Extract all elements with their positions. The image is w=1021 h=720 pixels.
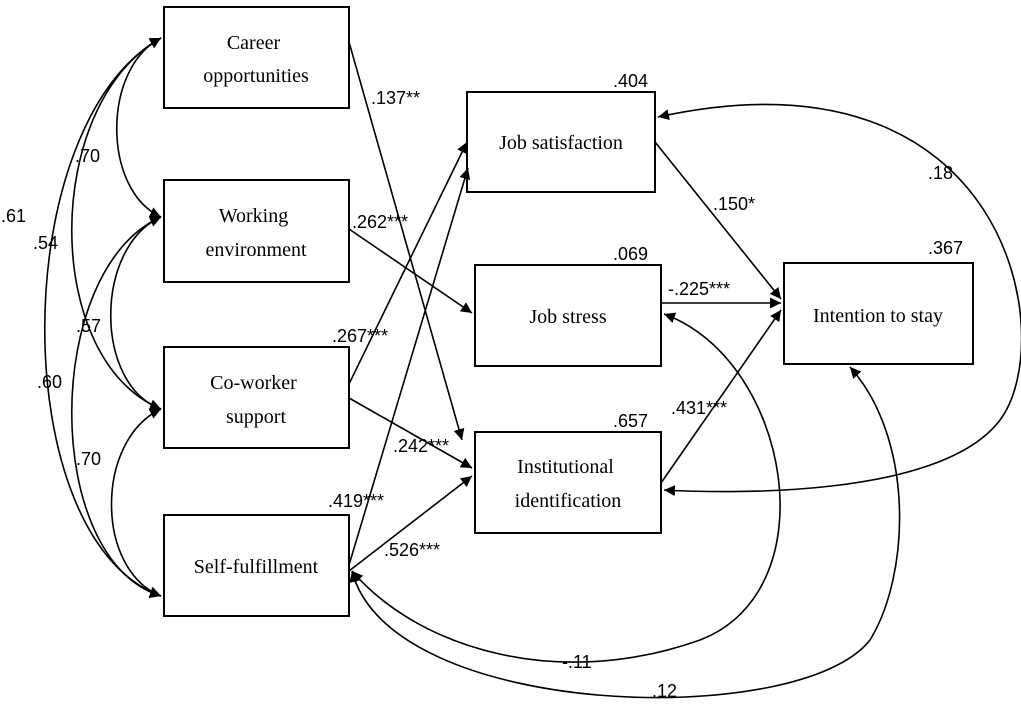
svg-text:Job stress: Job stress — [529, 306, 606, 328]
svg-text:Self-fulfillment: Self-fulfillment — [194, 556, 319, 578]
node-coworker-support: Co-worker support — [163, 346, 350, 449]
jobsatisfaction-label: Job satisfaction — [499, 132, 623, 154]
corr-label-jobsatisfaction-institutional: .18 — [928, 163, 953, 183]
corr-label-career-working: .70 — [75, 146, 100, 166]
intention-label: Intention to stay — [813, 305, 943, 327]
path-working-to-jobstress — [348, 228, 473, 314]
svg-text:Working environment: Working environment — [205, 205, 307, 261]
jobsatisfaction-r2: .404 — [613, 71, 648, 91]
corr-career-selffulfillment — [43, 37, 162, 598]
corr-label-career-coworker: .54 — [33, 233, 58, 253]
corr-career-coworker — [71, 37, 162, 410]
institutional-label-line2: identification — [515, 490, 622, 512]
corr-label-working-selffulfillment: .60 — [37, 372, 62, 392]
svg-text:Career opportunities: Career opportunities — [203, 32, 309, 87]
node-intention-to-stay: Intention to stay .367 — [783, 238, 974, 365]
institutional-r2: .657 — [613, 411, 648, 431]
node-working-environment: Working environment — [163, 179, 350, 283]
corr-working-coworker — [110, 216, 162, 411]
corr-label-selffulfillment-intention: .12 — [652, 681, 677, 701]
corr-coworker-selffulfillment — [110, 408, 162, 598]
coef-selffulfillment-institutional: .526*** — [384, 540, 440, 560]
coef-working-jobstress: .262*** — [352, 212, 408, 232]
node-self-fulfillment: Self-fulfillment — [163, 514, 350, 617]
coef-coworker-jobsatisfaction: .267*** — [332, 326, 388, 346]
corr-label-working-coworker: .57 — [76, 316, 101, 336]
selffulfillment-label: Self-fulfillment — [194, 556, 319, 578]
coef-career-institutional: .137** — [371, 88, 420, 108]
intention-r2: .367 — [928, 238, 963, 258]
path-jobsatisfaction-to-intention — [654, 141, 782, 300]
svg-text:Co-worker support: Co-worker support — [210, 372, 302, 428]
path-coworker-to-jobsatisfaction — [348, 141, 468, 385]
working-label-line2: environment — [205, 239, 307, 261]
coef-coworker-institutional: .242*** — [393, 436, 449, 456]
working-label-line1: Working — [219, 205, 289, 227]
svg-text:Job satisfaction: Job satisfaction — [499, 132, 623, 154]
coef-jobsatisfaction-intention: .150* — [713, 194, 755, 214]
coef-institutional-intention: .431*** — [671, 398, 727, 418]
jobstress-r2: .069 — [613, 244, 648, 264]
svg-text:Intention to stay: Intention to stay — [813, 305, 943, 327]
node-job-satisfaction: Job satisfaction .404 — [466, 71, 656, 193]
coef-selffulfillment-jobsatisfaction: .419*** — [328, 491, 384, 511]
jobstress-label: Job stress — [529, 306, 606, 328]
corr-label-career-selffulfillment: .61 — [1, 206, 26, 226]
node-job-stress: Job stress .069 — [474, 244, 662, 367]
institutional-label-line1: Institutional — [517, 456, 614, 478]
coworker-label-line2: support — [226, 406, 286, 428]
node-career-opportunities: Career opportunities — [163, 6, 350, 109]
coworker-label-line1: Co-worker — [210, 372, 297, 394]
coef-jobstress-intention: -.225*** — [668, 279, 730, 299]
corr-selffulfillment-intention — [349, 366, 901, 699]
career-label-line1: Career — [227, 32, 281, 54]
node-institutional-identification: Institutional identification .657 — [474, 411, 662, 534]
career-label-line2: opportunities — [203, 65, 309, 87]
corr-label-coworker-selffulfillment: .70 — [76, 449, 101, 469]
corr-label-selffulfillment-jobstress: -.11 — [562, 652, 592, 672]
corr-working-selffulfillment — [70, 216, 162, 599]
path-institutional-to-intention — [660, 309, 782, 484]
corr-career-working — [115, 37, 162, 218]
